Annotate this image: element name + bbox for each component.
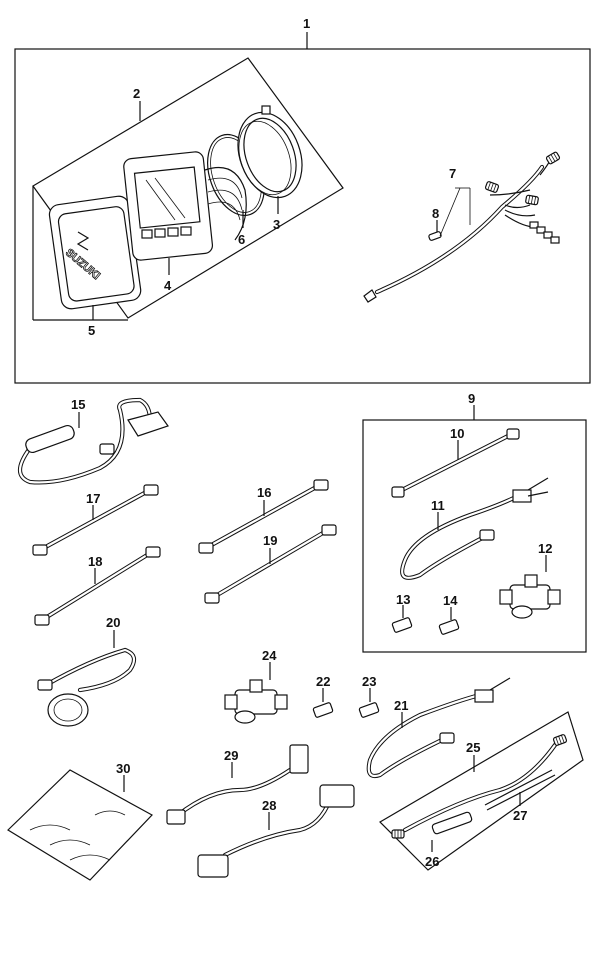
label-27: 27 [513,808,527,823]
label-21: 21 [394,698,408,713]
cable-17 [32,484,159,556]
harness-28 [197,784,355,878]
label-24: 24 [262,648,277,663]
wire-harness [363,150,561,303]
label-26: 26 [425,854,439,869]
t-connector-12 [499,574,561,619]
terminator-23 [358,702,380,718]
cable-15 [17,397,169,485]
label-5: 5 [88,323,95,338]
label-15: 15 [71,397,85,412]
label-16: 16 [257,485,271,500]
harness-29 [166,744,309,825]
power-cable-21 [366,677,511,779]
cable-18 [34,546,161,626]
sensor-20 [37,647,137,727]
label-10: 10 [450,426,464,441]
label-9: 9 [468,391,475,406]
terminator-13 [391,617,413,633]
kit-box-1 [14,32,591,384]
label-14: 14 [443,593,458,608]
label-3: 3 [273,217,280,232]
label-4: 4 [164,278,172,293]
label-2: 2 [133,86,140,101]
t-connector-24 [224,679,288,724]
gauge-cover: SUZUKI [48,195,142,310]
cable-tie-27 [484,769,556,811]
fuse [428,231,442,241]
label-30: 30 [116,761,130,776]
cable-10 [391,428,520,498]
label-29: 29 [224,748,238,763]
label-18: 18 [88,554,102,569]
terminator-14 [438,619,460,635]
label-22: 22 [316,674,330,689]
label-17: 17 [86,491,100,506]
label-11: 11 [431,498,445,513]
label-13: 13 [396,592,410,607]
fuse-holder-26 [431,811,473,835]
label-28: 28 [262,798,276,813]
lock-nut [237,105,303,199]
bag-30 [7,769,153,881]
multi-function-gauge [123,151,247,261]
kit-box-9 [362,405,587,653]
cable-16 [198,479,329,554]
label-1: 1 [303,16,310,31]
label-6: 6 [238,232,245,247]
label-19: 19 [263,533,277,548]
harness-25 [391,733,568,839]
terminator-22 [312,702,334,718]
label-20: 20 [106,615,120,630]
label-23: 23 [362,674,376,689]
label-25: 25 [466,740,480,755]
power-cable-11 [400,477,549,580]
label-8: 8 [432,206,439,221]
label-7: 7 [449,166,456,181]
label-12: 12 [538,541,552,556]
kit-box-25 [379,711,584,871]
